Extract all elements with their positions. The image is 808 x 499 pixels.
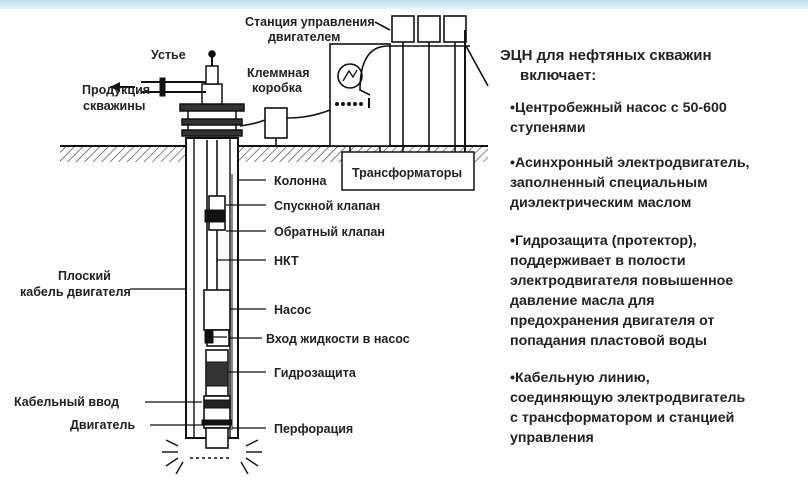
description-title-line2: включает: xyxy=(520,67,596,84)
transformers-label: Трансформаторы xyxy=(352,166,462,180)
description-item-protector-line3: электродвигателя повышенное xyxy=(510,273,733,289)
control-station-label-line1: Станция управления xyxy=(245,15,375,29)
description-item-protector-line4: давление масла для xyxy=(510,293,655,309)
description-item-cable-line1: •Кабельную линию, xyxy=(510,370,650,386)
description-block: ЭЦН для нефтяных скважин включает: •Цент… xyxy=(500,47,750,446)
downhole-string xyxy=(201,140,233,449)
perforation-label: Перфорация xyxy=(274,422,353,436)
description-item-motor-line3: диэлектрическим маслом xyxy=(510,195,691,211)
flat-cable-label-line1: Плоский xyxy=(58,269,111,283)
description-item-pump-line2: ступенями xyxy=(510,120,586,136)
control-station-label-line2: двигателем xyxy=(268,30,340,44)
pump-label: Насос xyxy=(274,303,311,317)
casing-label: Колонна xyxy=(274,174,327,188)
description-item-protector-line5: предохранения двигателя от xyxy=(510,313,714,329)
top-accent-bar xyxy=(0,0,808,9)
description-title-line1: ЭЦН для нефтяных скважин xyxy=(500,47,712,64)
wellhead-label: Устье xyxy=(151,48,186,62)
description-item-protector-line1: •Гидрозащита (протектор), xyxy=(510,233,697,249)
production-flowline xyxy=(110,77,206,97)
flat-cable-label-line2: кабель двигателя xyxy=(20,285,131,299)
protector-label: Гидрозащита xyxy=(274,366,357,380)
terminal-box-label-line1: Клеммная xyxy=(247,66,309,80)
motor-label: Двигатель xyxy=(70,418,135,432)
description-item-protector-line2: поддерживает в полости xyxy=(510,253,686,269)
perforation-bursts xyxy=(162,439,262,475)
description-item-cable-line4: управления xyxy=(510,430,594,446)
check-valve-label: Обратный клапан xyxy=(274,225,385,239)
transformers-label-box xyxy=(341,151,475,191)
tubing-label: НКТ xyxy=(274,254,299,268)
terminal-box-label-line2: коробка xyxy=(252,81,303,95)
description-item-motor-line2: заполненный специальным xyxy=(510,175,708,191)
description-item-cable-line3: с трансформатором и станцией xyxy=(510,410,734,426)
leader-lines xyxy=(130,179,266,429)
wellhead-assembly xyxy=(179,50,245,137)
description-item-pump-line1: •Центробежный насос с 50-600 xyxy=(510,100,727,116)
fluid-intake-label: Вход жидкости в насос xyxy=(266,332,410,346)
description-item-motor-line1: •Асинхронный электродвигатель, xyxy=(510,155,750,171)
cable-entry-label: Кабельный ввод xyxy=(14,395,119,409)
description-item-protector-line6: попадания пластовой воды xyxy=(510,333,707,349)
description-item-cable-line2: соединяющую электродвигатель xyxy=(510,390,746,406)
production-label-line2: скважины xyxy=(83,99,145,113)
drain-valve-label: Спускной клапан xyxy=(274,199,380,213)
transformers xyxy=(359,15,489,154)
production-label-line1: Продукция xyxy=(82,83,150,97)
terminal-box xyxy=(239,107,339,146)
well-casing xyxy=(185,137,239,439)
control-station xyxy=(329,43,391,156)
